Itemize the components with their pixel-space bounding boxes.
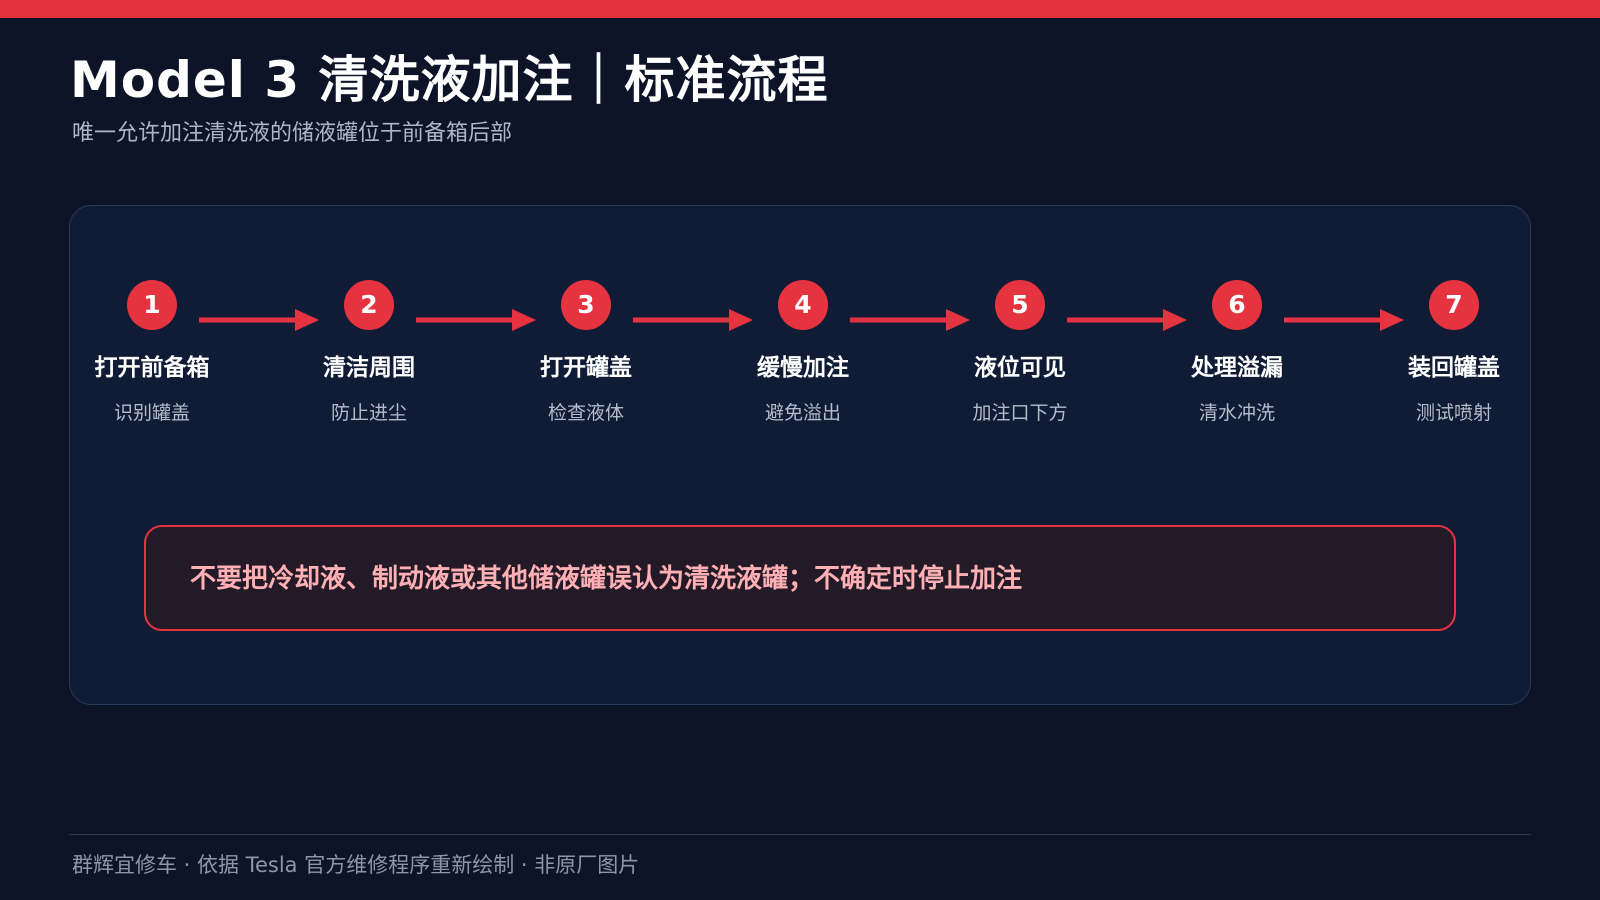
step-number-badge: 2 [344,280,394,330]
step-title: 打开罐盖 [540,355,632,381]
step-subtitle: 测试喷射 [1415,402,1492,424]
step-subtitle: 加注口下方 [972,402,1068,424]
page-title: Model 3 清洗液加注｜标准流程 [70,51,829,109]
step-number-badge: 3 [561,280,611,330]
step-title: 打开前备箱 [94,355,210,381]
step-title: 处理溢漏 [1191,355,1283,381]
step-title: 装回罐盖 [1408,355,1500,381]
footer-divider [69,834,1531,835]
step-title: 液位可见 [974,355,1066,381]
step-number-badge: 4 [778,280,828,330]
step-subtitle: 识别罐盖 [113,402,190,424]
step-subtitle: 检查液体 [547,402,624,424]
step-title: 缓慢加注 [757,355,849,381]
warning-text: 不要把冷却液、制动液或其他储液罐误认为清洗液罐；不确定时停止加注 [190,564,1023,594]
step-number-badge: 7 [1429,280,1479,330]
step-6: 6 处理溢漏 清水冲洗 [1157,280,1317,425]
step-2: 2 清洁周围 防止进尘 [289,280,449,425]
step-subtitle: 防止进尘 [330,402,407,424]
step-number-badge: 1 [127,280,177,330]
step-3: 3 打开罐盖 检查液体 [506,280,666,425]
warning-box: 不要把冷却液、制动液或其他储液罐误认为清洗液罐；不确定时停止加注 [144,525,1456,631]
footer-credit: 群辉宜修车 · 依据 Tesla 官方维修程序重新绘制 · 非原厂图片 [72,853,640,877]
step-title: 清洁周围 [323,355,415,381]
page-subtitle: 唯一允许加注清洗液的储液罐位于前备箱后部 [72,121,513,146]
step-4: 4 缓慢加注 避免溢出 [723,280,883,425]
step-number-badge: 5 [995,280,1045,330]
step-number-badge: 6 [1212,280,1262,330]
step-subtitle: 避免溢出 [764,402,841,424]
step-5: 5 液位可见 加注口下方 [940,280,1100,425]
step-1: 1 打开前备箱 识别罐盖 [72,280,232,425]
step-7: 7 装回罐盖 测试喷射 [1374,280,1534,425]
step-subtitle: 清水冲洗 [1198,402,1275,424]
top-accent-bar [0,0,1600,18]
